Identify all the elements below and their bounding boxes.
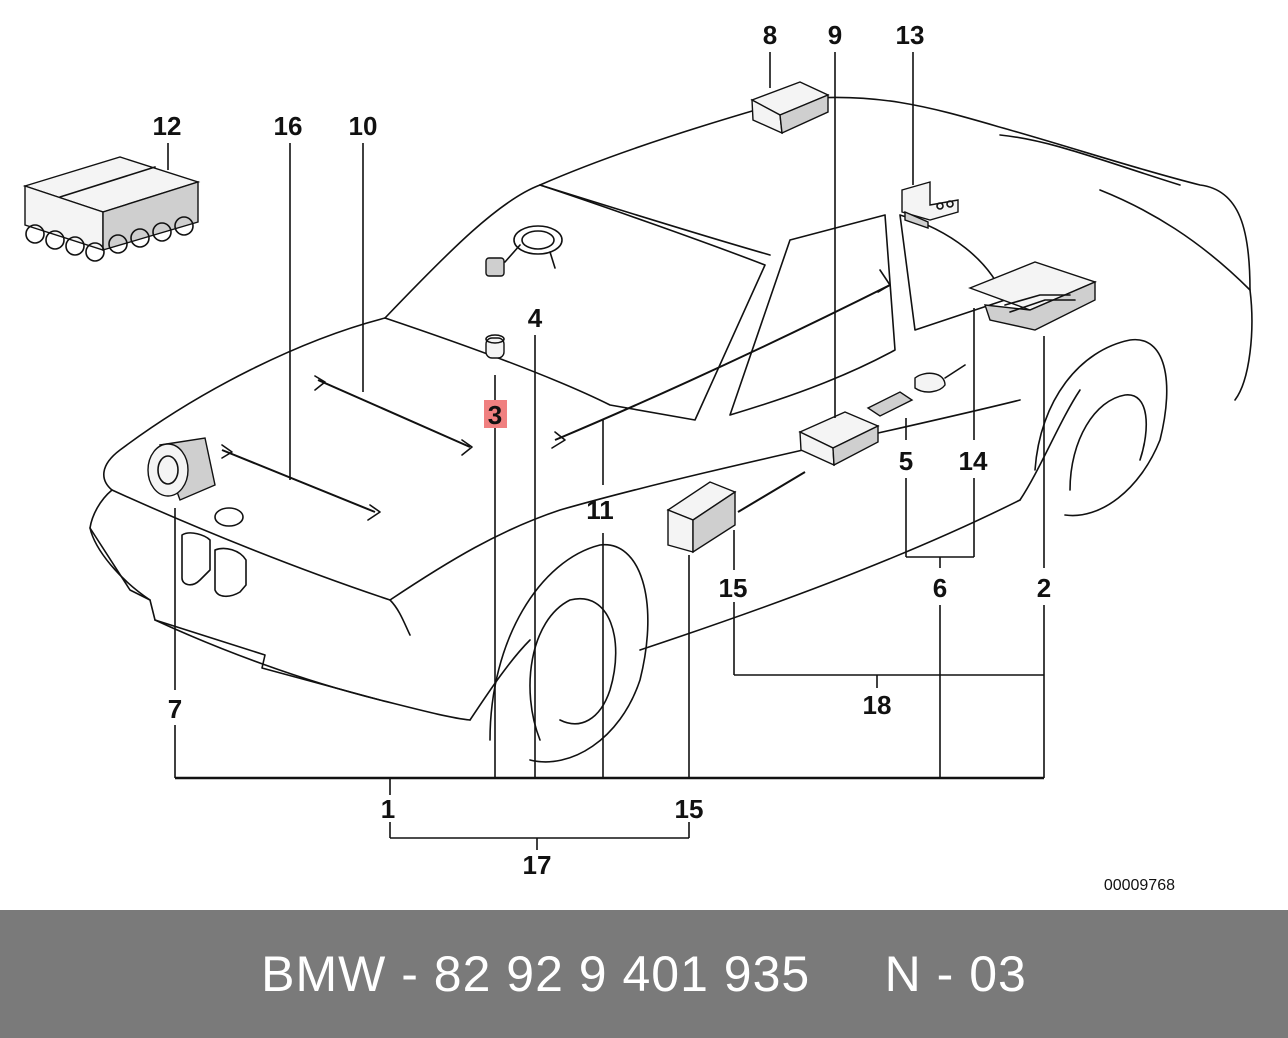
callout-15-top: 15 — [719, 573, 748, 603]
callout-1: 1 — [381, 794, 395, 824]
part-12-box — [22, 156, 201, 262]
part-8-box — [750, 81, 830, 135]
callout-4: 4 — [528, 303, 543, 333]
parts-diagram: 8 9 13 12 16 10 4 3 5 14 11 15 6 2 7 18 … — [22, 20, 1253, 894]
callout-3-highlight — [484, 400, 507, 428]
callout-17: 17 — [523, 850, 552, 880]
car-outline — [89, 96, 1253, 763]
callout-5: 5 — [899, 446, 913, 476]
callout-9: 9 — [828, 20, 842, 50]
part-3-sensor — [485, 334, 505, 359]
callout-8: 8 — [763, 20, 777, 50]
part-9-box — [798, 411, 880, 467]
callout-10: 10 — [349, 111, 378, 141]
callout-16: 16 — [274, 111, 303, 141]
part-5-key — [866, 364, 966, 417]
callout-14: 14 — [959, 446, 988, 476]
part-number-text: BMW - 82 92 9 401 935 N - 03 — [261, 946, 1027, 1002]
callout-13: 13 — [896, 20, 925, 50]
part-15-box — [666, 481, 737, 554]
callout-11: 11 — [586, 495, 614, 525]
leader-lines — [167, 52, 1045, 850]
callout-12: 12 — [153, 111, 182, 141]
callout-2: 2 — [1037, 573, 1051, 603]
part-4-cable — [485, 225, 563, 277]
part-2-control-unit — [968, 261, 1097, 331]
callout-18: 18 — [863, 690, 892, 720]
part-13-bracket — [901, 181, 959, 229]
callout-6: 6 — [933, 573, 947, 603]
callout-7: 7 — [168, 694, 182, 724]
part-7-siren — [147, 437, 216, 501]
drawing-code: 00009768 — [1104, 877, 1175, 894]
part-number-banner: BMW - 82 92 9 401 935 N - 03 — [0, 910, 1288, 1038]
wiring-harnesses — [221, 269, 891, 521]
callout-15-bottom: 15 — [675, 794, 704, 824]
callout-3: 3 — [488, 400, 502, 430]
callout-labels: 8 9 13 12 16 10 4 3 5 14 11 15 6 2 7 18 … — [153, 20, 1176, 894]
